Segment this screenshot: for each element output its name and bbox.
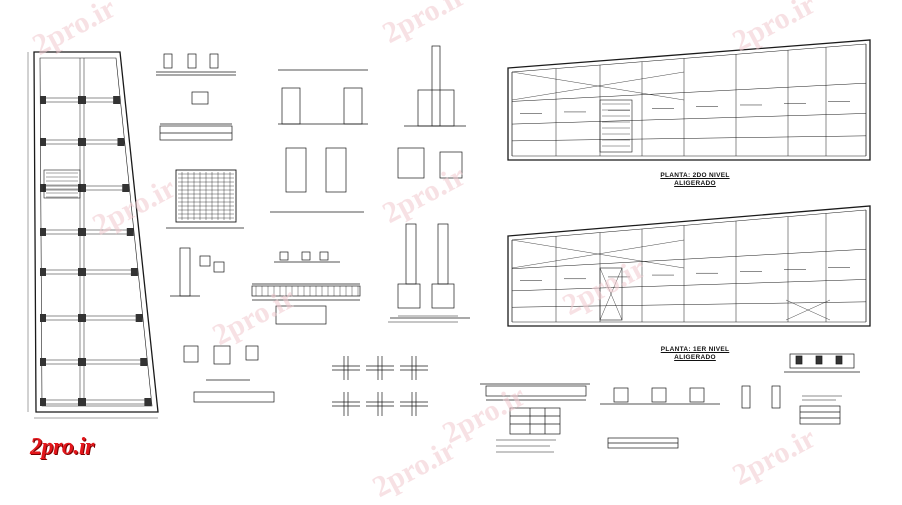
plan-title-lower-line2: ALIGERADO	[674, 354, 716, 361]
cad-drawing-sheet	[27, 39, 871, 453]
detail-drawings	[156, 45, 470, 416]
bottom-detail-drawings	[480, 353, 860, 449]
plan-title-upper-line2: ALIGERADO	[674, 180, 716, 187]
plan-title-upper: PLANTA: 2DO NIVEL ALIGERADO	[640, 172, 750, 188]
foundation-floor-plan	[33, 51, 159, 413]
lower-floor-plan	[507, 205, 871, 327]
plan-title-lower-line1: PLANTA: 1ER NIVEL	[660, 346, 730, 353]
site-logo: 2pro.ir	[30, 434, 94, 460]
plan-title-lower: PLANTA: 1ER NIVEL ALIGERADO	[640, 346, 750, 362]
upper-floor-plan	[507, 39, 871, 161]
plan-title-upper-line1: PLANTA: 2DO NIVEL	[660, 172, 730, 179]
